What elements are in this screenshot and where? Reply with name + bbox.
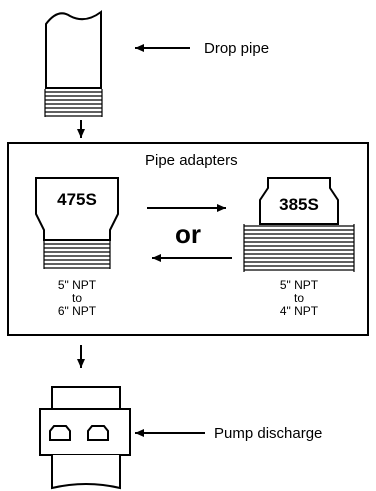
adapter-spec-line2: to [294,291,304,305]
adapter-475s-threads [43,241,111,269]
adapter-385s-threads [243,224,355,272]
adapter-model-label: 475S [57,190,97,209]
drop-pipe-threads [44,89,103,117]
adapter-spec-line1: 5" NPT [280,278,319,292]
or-label: or [175,219,201,249]
adapter-spec-line2: to [72,291,82,305]
adapter-spec-line1: 5" NPT [58,278,97,292]
drop-pipe [44,10,103,117]
adapter-spec-line3: 4" NPT [280,304,319,318]
discharge-port-icon [49,425,109,441]
adapter-385s: 385S 5" NPT to 4" NPT [243,177,355,318]
pump-discharge [39,386,131,490]
pipe-adapters-box [7,142,369,336]
pump-discharge-label: Pump discharge [214,425,322,442]
adapter-model-label: 385S [279,195,319,214]
adapter-475s: 475S 5" NPT to 6" NPT [35,177,119,318]
pipe-adapters-title: Pipe adapters [145,152,238,169]
drop-pipe-label: Drop pipe [204,40,269,57]
adapter-spec-line3: 6" NPT [58,304,97,318]
